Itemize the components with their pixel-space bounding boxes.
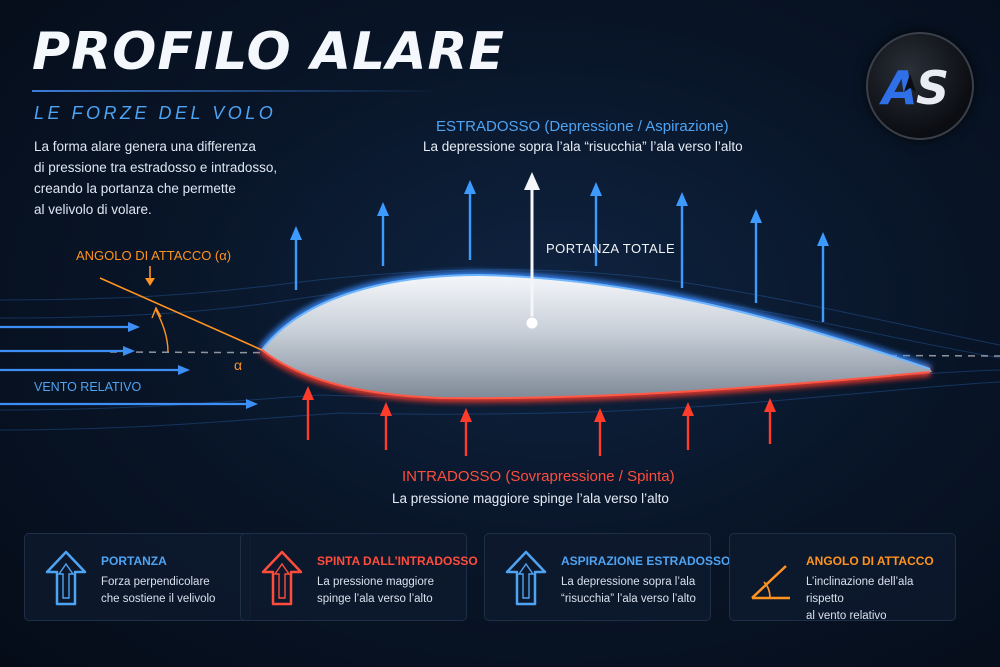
legend-card-angolo: ANGOLO DI ATTACCO L’inclinazione dell’al…	[729, 533, 956, 622]
center-of-pressure-dot	[525, 316, 539, 330]
legend-card-aspirazione: ASPIRAZIONE ESTRADOSSO La depressione so…	[484, 533, 730, 621]
legend-card-portanza: PORTANZA Forza perpendicolare che sostie…	[24, 533, 251, 621]
airfoil-shape	[262, 275, 932, 399]
relative-wind-arrows	[0, 322, 258, 409]
angle-arc-arrowhead	[151, 306, 162, 319]
brand-logo: A S	[866, 32, 974, 140]
logo-letter-s: S	[916, 61, 949, 115]
card-line: Forza perpendicolare	[101, 576, 210, 588]
intro-text: La forma alare genera una differenza di …	[34, 136, 324, 220]
intrados-description: La pressione maggiore spinge l’ala verso…	[392, 491, 669, 506]
extrados-description: La depressione sopra l’ala “risucchia” l…	[423, 139, 743, 154]
total-lift-arrowhead	[524, 172, 540, 190]
angle-of-attack-label: ANGOLO DI ATTACCO (α)	[76, 248, 232, 263]
card-line: spinge l’ala verso l’alto	[317, 593, 433, 605]
legend-cards: PORTANZA Forza perpendicolare che sostie…	[24, 533, 976, 622]
card-line: “risucchia” l’ala verso l’alto	[561, 593, 696, 605]
card-line: al vento relativo	[806, 610, 887, 622]
card-title: PORTANZA	[101, 554, 167, 568]
card-description: La pressione maggiore spinge l’ala verso…	[317, 574, 465, 608]
card-description: Forza perpendicolare che sostiene il vel…	[101, 574, 249, 608]
extrados-edge	[261, 273, 931, 370]
angle-icon	[751, 565, 790, 600]
card-line: La depressione sopra l’ala	[561, 576, 696, 588]
pressure-arrows	[302, 386, 776, 456]
angle-pointer-head	[145, 278, 155, 286]
title-underline	[32, 90, 442, 92]
intro-line: creando la portanza che permette	[34, 181, 236, 196]
card-title: ANGOLO DI ATTACCO	[806, 554, 934, 568]
intro-line: di pressione tra estradosso e intradosso…	[34, 160, 278, 175]
card-description: L’inclinazione dell’ala rispetto al vent…	[806, 574, 954, 625]
intrados-edge	[261, 349, 931, 400]
angle-line	[99, 277, 263, 351]
card-title: SPINTA DALL’INTRADOSSO	[317, 554, 478, 568]
intro-line: al velivolo di volare.	[34, 202, 152, 217]
card-description: La depressione sopra l’ala “risucchia” l…	[561, 574, 709, 608]
angle-arc	[155, 309, 169, 353]
suction-arrows	[290, 180, 829, 322]
airplane-logo-icon: A S	[879, 61, 949, 115]
relative-wind-label: VENTO RELATIVO	[34, 380, 142, 394]
alpha-symbol: α	[234, 357, 243, 373]
page-subtitle: LE FORZE DEL VOLO	[34, 103, 277, 123]
total-lift-label: PORTANZA TOTALE	[546, 241, 676, 256]
extrados-heading: ESTRADOSSO (Depressione / Aspirazione)	[436, 118, 729, 135]
page-title: PROFILO ALARE	[32, 22, 506, 82]
card-line: che sostiene il velivolo	[101, 593, 216, 605]
logo-airplane-cutout	[904, 74, 916, 92]
intro-line: La forma alare genera una differenza	[34, 139, 256, 154]
card-title: ASPIRAZIONE ESTRADOSSO	[561, 554, 731, 568]
card-line: La pressione maggiore	[317, 576, 434, 588]
legend-card-spinta: SPINTA DALL’INTRADOSSO La pressione magg…	[240, 533, 478, 621]
intrados-heading: INTRADOSSO (Sovrapressione / Spinta)	[402, 468, 675, 485]
up-arrow-blue-icon	[45, 550, 87, 606]
card-line: L’inclinazione dell’ala rispetto	[806, 576, 914, 605]
up-arrow-blue-icon	[505, 550, 547, 606]
up-arrow-red-icon	[261, 550, 303, 606]
